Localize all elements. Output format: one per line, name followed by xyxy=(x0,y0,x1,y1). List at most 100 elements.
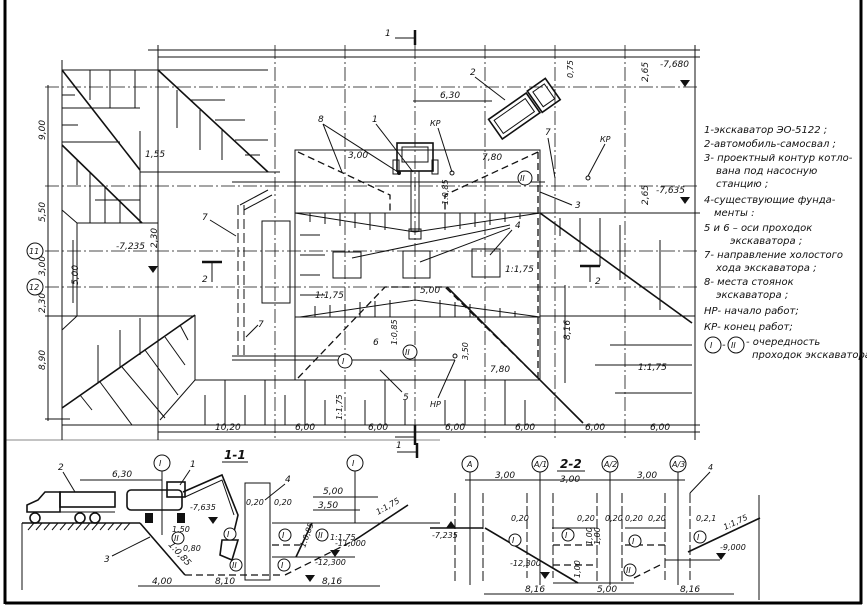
axis-A: А xyxy=(466,460,472,469)
dim-3-50: 3,50 xyxy=(318,501,338,511)
level-12-300: -12,300 xyxy=(315,558,346,567)
dim-0-20: 0,20 xyxy=(274,498,292,507)
legend-line: 7- направление холостого xyxy=(704,250,843,261)
legend-line: - очередность xyxy=(746,337,820,348)
level-12-300: -12,300 xyxy=(510,559,541,568)
legend-line: экскаватора ; xyxy=(716,290,788,301)
section-1-1-title: 1-1 xyxy=(224,448,246,462)
section-2-marks: 2 2 xyxy=(202,260,601,287)
dim-5-50: 5,50 xyxy=(38,202,48,222)
pass-II-bottom: II xyxy=(405,348,410,357)
section-2-right: 2 xyxy=(595,277,601,287)
dim-7-80-top: 7,80 xyxy=(482,153,502,163)
legend-line: КР- конец работ; xyxy=(704,321,793,333)
callout-2: 2 xyxy=(470,68,476,78)
slope-1-175: 1:1,75 xyxy=(375,496,402,517)
axis-I-left: I xyxy=(159,459,162,468)
dim-8-16: 8,16 xyxy=(322,577,342,587)
legend-line: проходок экскаватора xyxy=(752,350,867,361)
dim-2-65-top: 2,65 xyxy=(641,62,651,82)
slope-hatching-top-left xyxy=(61,60,280,440)
dim-0-20: 0,20 xyxy=(648,514,666,523)
dim-2-30-right: 2,30 xyxy=(150,228,160,248)
axis-A1: А/1 xyxy=(533,460,547,469)
pass-II: II xyxy=(232,561,237,570)
dim-0-20: 0,20 xyxy=(605,514,623,523)
dim-2-65-mid: 2,65 xyxy=(641,185,651,205)
slope-left: 1:1,75 xyxy=(315,291,344,301)
kp-end-label: КР xyxy=(430,119,441,128)
legend: 1-экскаватор ЭО-5122 ; 2-автомобиль-само… xyxy=(704,125,867,361)
dim-3-00: 3,00 xyxy=(495,471,515,481)
level-7-235: -7,235 xyxy=(116,242,145,252)
pass-I: I xyxy=(282,531,285,540)
dim-1-00: 1,00 xyxy=(585,527,594,545)
slope-1-085b: 1:0,85 xyxy=(298,522,315,549)
slope-1-085-top: 1:0,85 xyxy=(441,179,450,205)
slope-1-085-bottom: 1:0,85 xyxy=(390,319,399,345)
pass-II: II xyxy=(318,531,323,540)
dim-1-55: 1,55 xyxy=(145,150,165,160)
existing-foundation xyxy=(402,250,431,279)
axis-11-label: 11 xyxy=(29,247,39,256)
pass-I: I xyxy=(512,536,515,545)
legend-line: вана под насосную xyxy=(716,166,817,177)
section-1-bottom: 1 xyxy=(396,441,402,451)
legend-line: менты : xyxy=(714,208,755,219)
callout-2: 2 xyxy=(58,463,64,473)
dim-1-00: 1,00 xyxy=(573,560,582,578)
legend-circle-I: I xyxy=(710,341,713,350)
dim-5-00: 5,00 xyxy=(323,487,343,497)
callout-3: 3 xyxy=(104,555,110,565)
callout-6: 6 xyxy=(373,338,379,348)
section-2-2: 2-2 3,00 А А/1 А/2 А/3 3,00 3,00 -7,235 … xyxy=(430,455,761,600)
level-7-235: -7,235 xyxy=(432,531,458,540)
legend-line: 2-автомобиль-самосвал ; xyxy=(704,138,836,150)
dim-8-16: 8,16 xyxy=(680,585,700,595)
slope-1-175: 1:1,75 xyxy=(330,533,356,542)
section-2-left: 2 xyxy=(202,275,208,285)
legend-line: 8- места стоянок xyxy=(704,277,794,288)
callout-7: 7 xyxy=(258,320,264,330)
dim-0-75: 0,75 xyxy=(566,60,575,78)
dim-8-16: 8,16 xyxy=(563,320,573,340)
dim-0-21: 0,2,1 xyxy=(696,514,716,523)
callout-8: 8 xyxy=(318,115,324,125)
axis-A3: А/3 xyxy=(671,460,685,469)
dim-3-00: 3,00 xyxy=(348,151,368,161)
dim-6-00: 6,00 xyxy=(295,423,315,433)
legend-line: 4-существующие фунда- xyxy=(704,195,836,206)
kp-end-label: КР xyxy=(600,135,611,144)
dump-truck-side-icon xyxy=(26,491,116,524)
axis-I-right: I xyxy=(352,459,355,468)
hp-start-label: НР xyxy=(430,400,441,409)
pass-II-top: II xyxy=(520,174,525,183)
pass-II: II xyxy=(626,566,631,575)
existing-foundation xyxy=(471,248,501,278)
legend-circle-II: II xyxy=(731,341,736,350)
callout-1: 1 xyxy=(372,115,378,125)
dim-8-10: 8,10 xyxy=(215,577,235,587)
dim-10-20: 10,20 xyxy=(215,423,241,433)
callout-3: 3 xyxy=(575,201,581,211)
legend-line: 1-экскаватор ЭО-5122 ; xyxy=(704,125,827,136)
axis-11-bubble xyxy=(26,242,44,260)
drawing-frame xyxy=(3,0,863,605)
pass-I-bottom: I xyxy=(342,357,345,366)
dim-0-20: 0,20 xyxy=(511,514,529,523)
section-2-2-title: 2-2 xyxy=(560,457,582,471)
callout-4: 4 xyxy=(285,475,291,485)
pass-I: I xyxy=(227,530,230,539)
callout-1: 1 xyxy=(190,460,196,470)
pass-I: I xyxy=(632,537,635,546)
existing-foundation xyxy=(332,251,362,279)
dim-9-00: 9,00 xyxy=(38,120,48,140)
callout-7: 7 xyxy=(545,128,551,138)
legend-line: хода экскаватора ; xyxy=(715,263,816,274)
dim-8-16: 8,16 xyxy=(525,585,545,595)
pit-design-contour xyxy=(294,149,541,381)
section-1-top: 1 xyxy=(385,29,391,39)
pass-I: I xyxy=(565,531,568,540)
dim-6-30: 6,30 xyxy=(440,91,460,101)
